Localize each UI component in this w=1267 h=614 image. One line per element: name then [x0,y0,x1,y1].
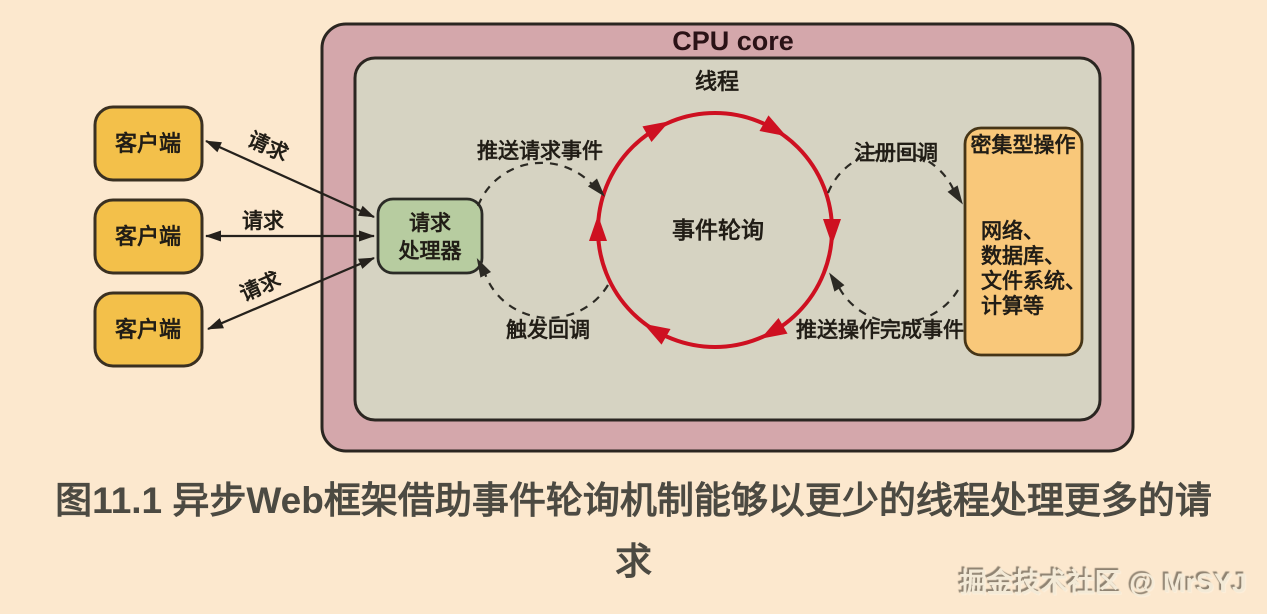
arrowhead-icon [359,230,375,242]
client-label-1: 客户端 [115,131,181,156]
flow-arcs [476,149,959,324]
figure-caption-line2: 求 [615,541,652,582]
flow-arrowhead-icon [587,178,605,197]
thread-box [353,56,1102,422]
flow-arc-push-request [476,161,597,207]
request-handler-label-line2: 处理器 [398,239,463,263]
flow-label-register-callback: 注册回调 [854,141,938,165]
flow-arc-push-complete [834,280,959,324]
watermark: 掘金技术社区 @ MrSYJ [959,568,1247,598]
arrowhead-icon [358,205,375,218]
intensive-ops-item-4: 计算等 [981,294,1044,318]
cpu-core-label: CPU core [672,26,794,56]
thread-label: 线程 [695,69,739,94]
client-box-1 [93,105,204,182]
request-handler-label-line1: 请求 [409,211,451,235]
arrowhead-icon [207,318,224,330]
figure-caption-line1: 图11.1 异步Web框架借助事件轮询机制能够以更少的线程处理更多的请 [55,480,1212,521]
event-loop-arrowheads [589,115,841,345]
client-box-3 [93,291,204,368]
flow-arc-trigger-callback [481,266,609,319]
flow-arrowhead-icon [829,272,845,292]
flow-label-push-operation-complete-event: 推送操作完成事件 [796,318,964,342]
flow-arrowheads [476,178,963,292]
flow-arrowhead-icon [947,185,963,205]
intensive-ops-item-3: 文件系统、 [981,269,1086,293]
flow-label-trigger-callback: 触发回调 [506,318,590,342]
arrowhead-icon [205,140,222,153]
intensive-ops-title: 密集型操作 [971,133,1076,157]
client-label-2: 客户端 [115,224,181,249]
intensive-ops-item-1: 网络、 [981,219,1044,243]
loop-arrowhead-icon [643,323,671,345]
client-label-3: 客户端 [115,317,181,342]
loop-arrowhead-icon [589,215,607,241]
event-loop-label: 事件轮询 [672,217,764,243]
loop-arrowhead-icon [760,318,788,339]
flow-arc-register-callback [826,149,958,197]
request-handler-box [376,197,484,275]
client-box-2 [93,198,204,275]
arrowhead-icon [205,230,221,242]
request-arrow-3 [207,256,375,331]
flow-arrowhead-icon [476,258,491,278]
request-arrows [205,139,375,331]
loop-arrowhead-icon [823,219,841,245]
loop-arrowhead-icon [759,115,787,137]
request-label-2: 请求 [242,209,284,233]
client-group: 客户端 客户端 客户端 [93,105,204,368]
arrowhead-icon [358,257,375,269]
intensive-ops-item-2: 数据库、 [981,244,1065,268]
flow-label-push-request-event: 推送请求事件 [477,139,603,163]
request-arrow-1 [205,139,375,219]
intensive-ops-box [963,126,1084,357]
loop-arrowhead-icon [642,121,670,142]
